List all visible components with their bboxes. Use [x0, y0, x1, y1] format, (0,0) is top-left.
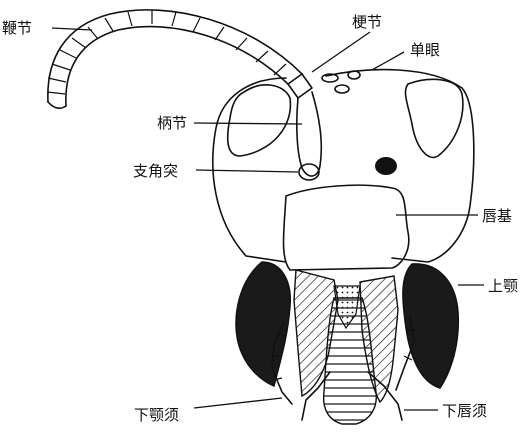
- antennifer: [299, 164, 319, 180]
- ocelli: [322, 71, 360, 93]
- flagellum: [47, 10, 302, 108]
- label-maxillary-palp: 下颚须: [134, 406, 179, 424]
- pedicel: [288, 74, 312, 98]
- label-antennifer: 支角突: [133, 162, 178, 180]
- label-mandible: 上颚: [488, 277, 518, 295]
- clypeus: [284, 185, 409, 270]
- label-pedicel: 梗节: [352, 13, 382, 31]
- left-mandible: [236, 262, 290, 386]
- head-capsule: [213, 70, 474, 262]
- label-flagellum: 鞭节: [2, 19, 32, 37]
- label-scape: 柄节: [157, 114, 187, 132]
- tentorial-pit: [375, 157, 397, 175]
- left-compound-eye: [228, 85, 291, 156]
- label-clypeus: 唇基: [482, 207, 512, 225]
- label-ocellus: 单眼: [410, 41, 440, 59]
- right-compound-eye: [405, 79, 462, 157]
- label-labial-palp: 下唇须: [442, 402, 487, 420]
